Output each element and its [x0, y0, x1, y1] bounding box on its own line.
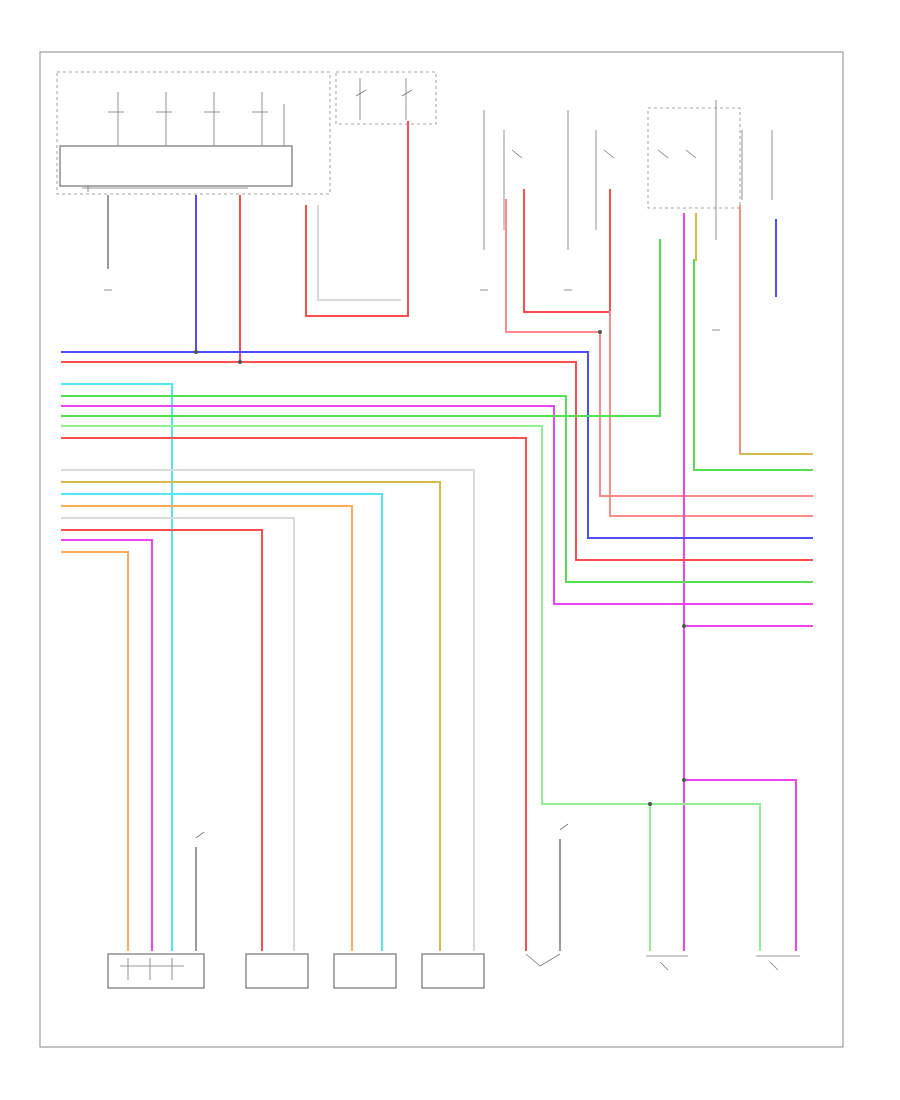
- liftgate-switch: [525, 953, 561, 967]
- lower-wires: [61, 469, 561, 951]
- left-front-door-lock-actuator: [107, 953, 205, 989]
- left-rear-door-lock-actuator: [646, 955, 688, 971]
- liftgate-lock-actuator: [421, 953, 485, 989]
- ground-symbols: [104, 289, 720, 331]
- diagram-frame: [39, 51, 844, 1048]
- bottom-ground-symbols: [195, 823, 569, 839]
- right-rear-door-lock-actuator: [756, 955, 800, 971]
- door-lock-switches: [335, 71, 437, 125]
- body-control-module: [56, 71, 331, 195]
- passenger-door-lock-actuator: [245, 953, 309, 989]
- splice-points: [194, 330, 686, 806]
- right-front-door-lock-actuator: [333, 953, 397, 989]
- rear-door-module: [647, 100, 773, 240]
- bus-wires: [61, 351, 813, 951]
- top-wires: [107, 121, 813, 951]
- front-door-switches: [483, 110, 615, 250]
